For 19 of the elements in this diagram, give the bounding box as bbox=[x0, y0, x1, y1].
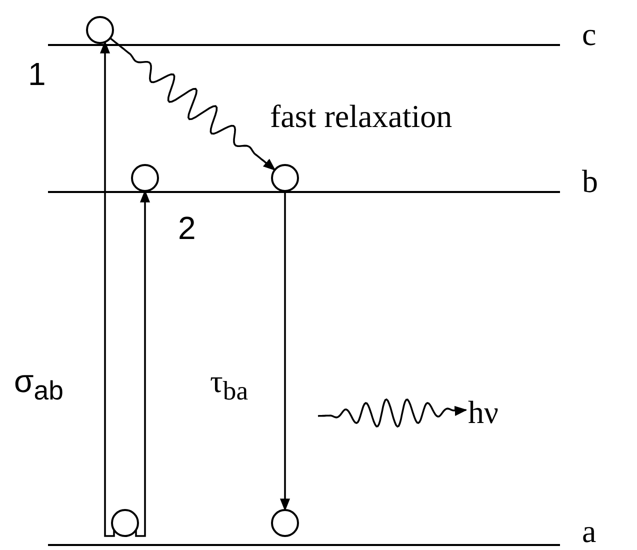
transition-number: 2 bbox=[178, 212, 196, 244]
edge-label: τ$_{ba}$ bbox=[210, 365, 248, 404]
arrow bbox=[110, 37, 276, 171]
level-label: b bbox=[582, 165, 598, 197]
electron-circle bbox=[86, 16, 114, 44]
electron-circle bbox=[111, 509, 139, 537]
electron-circle bbox=[271, 509, 299, 537]
level-label: c bbox=[582, 18, 596, 50]
photon-label: hν bbox=[468, 396, 498, 428]
level-label: a bbox=[582, 515, 596, 547]
electron-circle bbox=[271, 164, 299, 192]
cross-section-label: σ$_{ab}$ bbox=[14, 365, 64, 404]
arrow bbox=[318, 398, 468, 428]
arrow bbox=[135, 190, 150, 537]
transition-number: 1 bbox=[28, 58, 46, 90]
electron-circle bbox=[131, 164, 159, 192]
arrow bbox=[100, 40, 115, 537]
edge-label: fast relaxation bbox=[270, 100, 452, 132]
arrow bbox=[280, 191, 290, 512]
